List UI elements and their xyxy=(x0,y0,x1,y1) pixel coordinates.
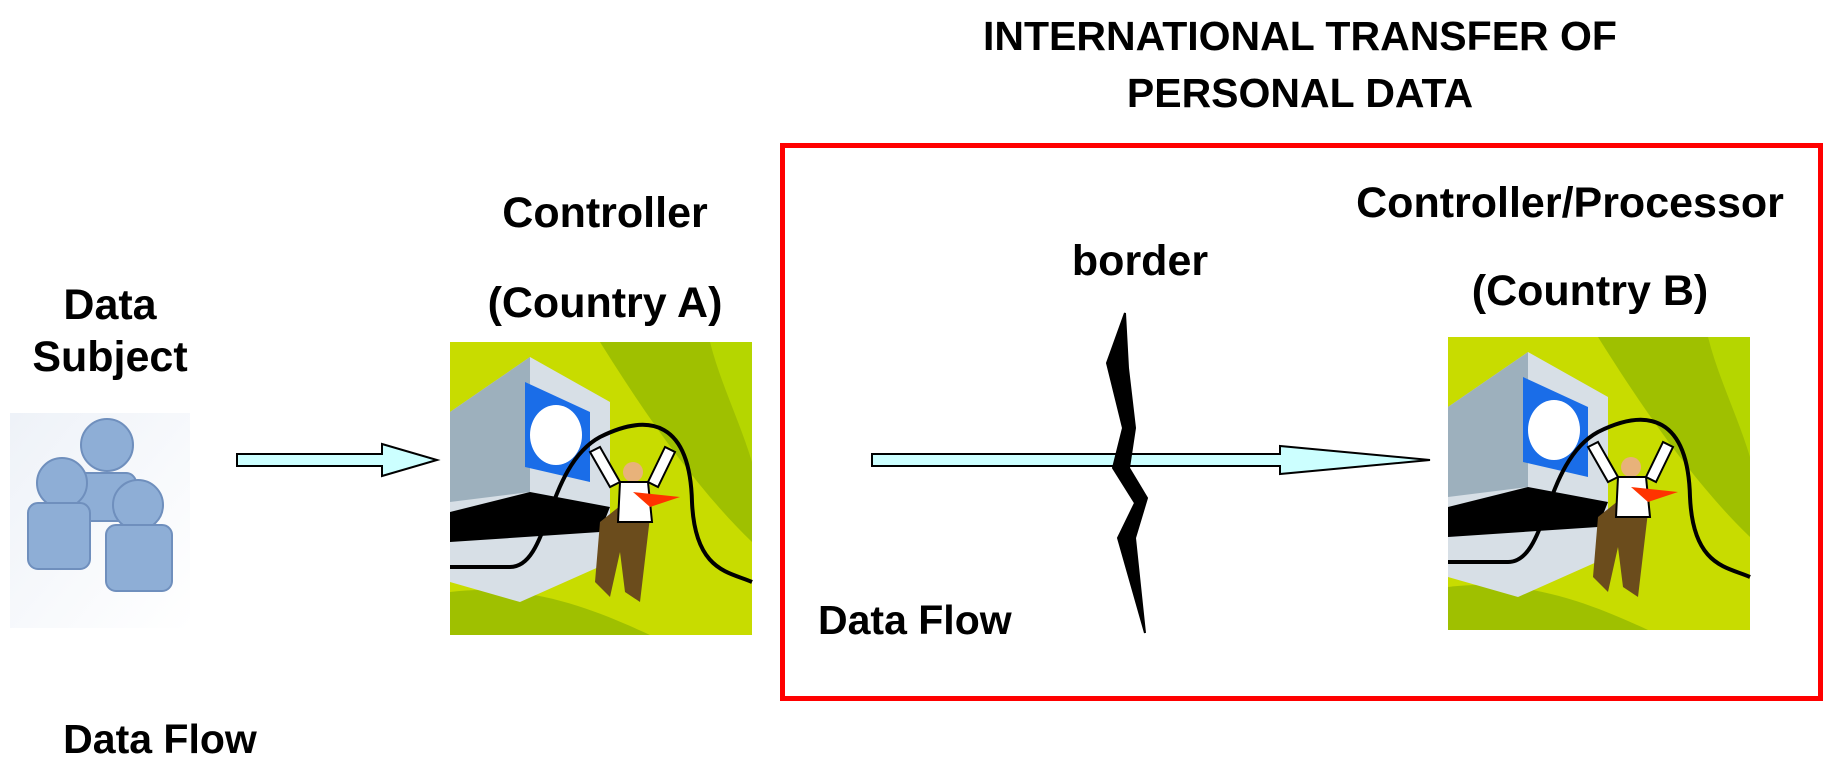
controller-a-country: (Country A) xyxy=(487,279,723,327)
data-flow-label-inside: Data Flow xyxy=(818,597,1012,643)
data-flow-label-outside: Data Flow xyxy=(63,716,257,762)
data-subject-label-line-2: Subject xyxy=(32,332,188,381)
controller-a-title: Controller xyxy=(502,189,708,237)
international-transfer-frame xyxy=(780,143,1823,701)
data-subject-label: Data Subject xyxy=(10,280,210,383)
controller-b-title: Controller/Processor xyxy=(1356,179,1784,227)
computer-user-clipart-icon xyxy=(450,342,753,635)
people-group-icon xyxy=(10,413,190,628)
data-flow-arrow-cross-border xyxy=(871,444,1431,476)
diagram-title-line-1: INTERNATIONAL TRANSFER OF xyxy=(983,13,1617,59)
computer-user-clipart-icon xyxy=(1448,337,1751,630)
diagram-title-line-2: PERSONAL DATA xyxy=(1126,70,1474,117)
diagram-title: INTERNATIONAL TRANSFER OF PERSONAL DATA xyxy=(920,8,1680,123)
data-subject-label-line-1: Data xyxy=(63,281,157,329)
controller-b-country: (Country B) xyxy=(1471,267,1709,315)
border-label: border xyxy=(1071,237,1209,285)
data-flow-arrow-to-controller xyxy=(236,442,441,478)
border-lightning-icon xyxy=(1105,312,1149,634)
